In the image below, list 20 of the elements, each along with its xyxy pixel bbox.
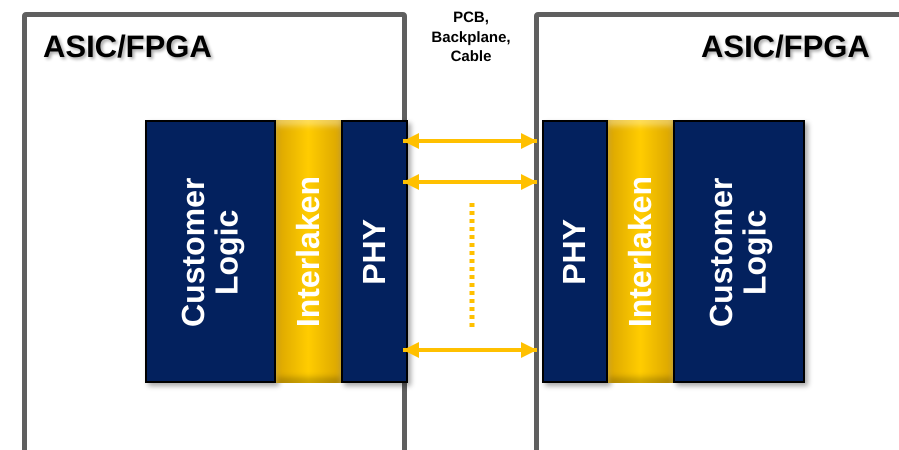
interface-block: [608, 120, 673, 383]
chip-title: ASIC/FPGA: [701, 31, 870, 62]
logic-block: [542, 120, 608, 383]
logic-block: [673, 120, 805, 383]
block-label: PHY: [358, 218, 392, 284]
block-label: Customer Logic: [176, 176, 244, 328]
link-arrow: [403, 342, 537, 358]
block-label: Interlaken: [292, 176, 326, 328]
chip-box: [22, 12, 407, 450]
chip-box: [534, 12, 899, 450]
block-label: Customer Logic: [705, 176, 773, 328]
link-arrow: [403, 133, 537, 149]
logic-block: [145, 120, 276, 383]
medium-label: PCB, Backplane, Cable: [430, 8, 512, 66]
logic-block: [341, 120, 408, 383]
block-label: Interlaken: [624, 176, 658, 328]
block-label: PHY: [558, 218, 592, 284]
chip-title: ASIC/FPGA: [43, 31, 212, 62]
link-arrow: [403, 174, 537, 190]
interface-block: [276, 120, 341, 383]
